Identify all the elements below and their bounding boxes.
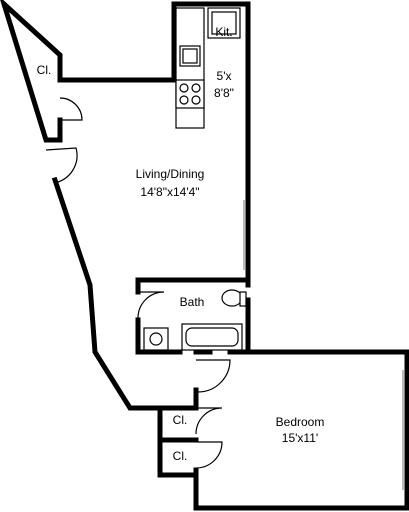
bath-walls — [135, 277, 251, 355]
bath-fixtures — [143, 289, 247, 351]
bathtub-basin — [185, 327, 239, 347]
bedroom-outer-wall — [193, 349, 409, 511]
sink-basin — [182, 48, 198, 64]
bath-door — [137, 291, 165, 319]
living-dims: 14'8"x14'4" — [140, 185, 199, 199]
kitchen-label: Kit. — [215, 25, 232, 39]
room-labels: Cl. Kit. 5'x 8'8" Living/Dining 14'8"x14… — [37, 25, 325, 463]
stove-burner-icon — [179, 95, 189, 105]
lower-closet-wall — [157, 405, 199, 478]
kitchen-dims-1: 5'x — [217, 69, 232, 83]
bedroom-door — [196, 359, 231, 393]
stove-burner-icon — [191, 95, 201, 105]
stove-burner-icon — [191, 83, 201, 93]
closet-wedge-wall — [0, 0, 63, 143]
bath-label: Bath — [180, 295, 205, 309]
living-label: Living/Dining — [136, 167, 205, 181]
refrigerator-icon — [207, 7, 241, 39]
kitchen-east-wall — [171, 1, 251, 288]
refrigerator-detail — [211, 11, 237, 35]
west-diagonal-wall — [51, 176, 163, 411]
windows — [243, 200, 404, 490]
kitchen-fixtures — [175, 7, 241, 129]
entry-door — [45, 147, 78, 183]
doors — [45, 97, 231, 469]
closet-label: Cl. — [37, 63, 52, 77]
sink-icon — [179, 45, 201, 67]
bedroom-dims: 15'x11' — [282, 431, 318, 445]
closet-bedroom-2-label: Cl. — [173, 449, 188, 463]
stove-burner-icon — [179, 83, 189, 93]
closet-door-1 — [195, 407, 223, 435]
toilet-tank — [239, 291, 247, 307]
bedroom-label: Bedroom — [276, 415, 325, 429]
closet-door-2 — [195, 441, 223, 469]
toilet-icon — [221, 289, 243, 307]
closet-bedroom-1-label: Cl. — [173, 413, 188, 427]
counter — [175, 7, 205, 129]
bath-sink-icon — [143, 327, 169, 351]
kitchen-dims-2: 8'8" — [214, 86, 234, 100]
stove-icon — [175, 79, 205, 109]
bath-sink-basin — [149, 332, 163, 346]
closet-door-top — [59, 97, 83, 121]
